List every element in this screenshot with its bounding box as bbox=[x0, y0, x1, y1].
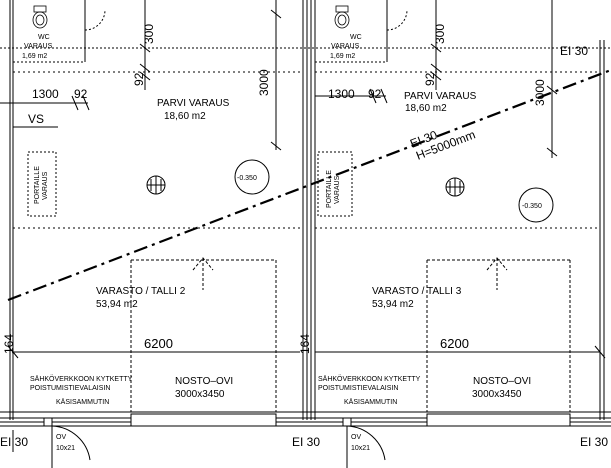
ov-label: OV bbox=[56, 434, 66, 441]
dim-6200: 6200 bbox=[440, 336, 469, 351]
varasto-name: VARASTO / TALLI 2 bbox=[96, 286, 186, 297]
floor-drain-icon bbox=[146, 175, 166, 195]
wc-varaus-label: VARAUS bbox=[24, 43, 53, 50]
dim-6200: 6200 bbox=[144, 336, 173, 351]
varasto-name: VARASTO / TALLI 3 bbox=[372, 286, 462, 297]
portaille-label: PORTAILLE bbox=[326, 170, 333, 208]
dim-92: 92 bbox=[74, 87, 88, 101]
garage-door-opening-right bbox=[426, 413, 571, 427]
floor-drain-icon bbox=[445, 177, 465, 197]
dim-164: 164 bbox=[298, 334, 312, 354]
wc-label: WC bbox=[350, 34, 362, 41]
party-wall-ei30-right: EI 30 bbox=[580, 435, 608, 449]
level-marker bbox=[518, 187, 554, 223]
level-value: -0.350 bbox=[522, 203, 542, 210]
dim-92-vertical: 92 bbox=[132, 72, 146, 86]
dim-3000: 3000 bbox=[257, 69, 271, 96]
dim-3000: 3000 bbox=[533, 79, 547, 106]
dim-92-vertical: 92 bbox=[423, 72, 437, 86]
dim-300: 300 bbox=[142, 24, 156, 44]
portaille-varaus-label: VARAUS bbox=[334, 175, 341, 204]
wc-label: WC bbox=[38, 34, 50, 41]
dim-1300: 1300 bbox=[32, 87, 59, 101]
entry-door-left bbox=[43, 417, 91, 468]
stair-reservation bbox=[317, 151, 353, 217]
nosto-name: NOSTO–OVI bbox=[175, 376, 233, 387]
nosto-size: 3000x3450 bbox=[472, 389, 522, 400]
kasi-text: KÄSISAMMUTIN bbox=[344, 398, 397, 406]
entry-door-right bbox=[342, 417, 386, 468]
garage-door-opening-left bbox=[130, 413, 277, 427]
unit-left: WC VARAUS 1,69 m2 300 92 3000 1300 92 VS bbox=[0, 0, 320, 468]
nosto-size: 3000x3450 bbox=[175, 389, 225, 400]
door-arrow-right bbox=[486, 257, 508, 290]
dimension-horizontal-left bbox=[0, 95, 90, 111]
varasto-area: 53,94 m2 bbox=[96, 299, 138, 310]
nosto-name: NOSTO–OVI bbox=[473, 376, 531, 387]
varasto-area: 53,94 m2 bbox=[372, 299, 414, 310]
fire-compartment-line bbox=[7, 68, 611, 302]
sahko-text: SÄHKÖVERKKOON KYTKETTY bbox=[30, 375, 133, 383]
parvi-area: 18,60 m2 bbox=[405, 103, 447, 114]
kasi-text: KÄSISAMMUTIN bbox=[56, 398, 109, 406]
ov-label: OV bbox=[351, 434, 361, 441]
ov-size: 10x21 bbox=[351, 445, 370, 452]
walls bbox=[0, 0, 611, 427]
portaille-varaus-label: VARAUS bbox=[42, 171, 49, 200]
dimension-6200-left bbox=[7, 345, 300, 359]
party-wall-ei30: EI 30 bbox=[292, 435, 320, 449]
parvi-name: PARVI VARAUS bbox=[157, 98, 230, 109]
stair-reservation bbox=[27, 151, 57, 217]
dimension-horizontal-right bbox=[315, 88, 388, 104]
right-top-ei30: EI 30 bbox=[560, 44, 588, 58]
poisto-text: POISTUMISTIEVALAISIN bbox=[30, 385, 110, 392]
dim-164: 164 bbox=[2, 334, 16, 354]
wc-room bbox=[13, 0, 106, 63]
dim-300: 300 bbox=[433, 24, 447, 44]
unit-right: WC VARAUS 1,69 m2 300 92 3000 1300 92 PO… bbox=[298, 0, 608, 468]
portaille-label: PORTAILLE bbox=[34, 166, 41, 204]
wc-area: 1,69 m2 bbox=[22, 53, 47, 60]
dimension-3000-right bbox=[546, 0, 558, 158]
parvi-name: PARVI VARAUS bbox=[404, 91, 477, 102]
dimension-vertical-left bbox=[139, 0, 151, 90]
dimension-6200-right bbox=[594, 345, 606, 359]
dim-92: 92 bbox=[368, 87, 382, 101]
level-marker bbox=[234, 159, 270, 195]
vs-label: VS bbox=[28, 112, 44, 126]
ov-size: 10x21 bbox=[56, 445, 75, 452]
dim-1300: 1300 bbox=[328, 87, 355, 101]
level-value: -0.350 bbox=[237, 175, 257, 182]
dimension-vertical-right bbox=[430, 0, 442, 90]
garage-door-outline-right bbox=[426, 259, 571, 412]
sahko-text: SÄHKÖVERKKOON KYTKETTY bbox=[318, 375, 421, 383]
door-arrow-left bbox=[192, 257, 214, 290]
dimension-3000-left bbox=[270, 0, 282, 151]
left-edge-ei30: EI 30 bbox=[0, 435, 28, 449]
toilet-icon bbox=[32, 5, 48, 29]
wc-area: 1,69 m2 bbox=[330, 53, 355, 60]
wc-varaus-label: VARAUS bbox=[331, 43, 360, 50]
toilet-icon bbox=[334, 5, 350, 29]
parvi-area: 18,60 m2 bbox=[164, 111, 206, 122]
poisto-text: POISTUMISTIEVALAISIN bbox=[318, 385, 398, 392]
garage-door-outline-left bbox=[130, 259, 277, 412]
wc-room bbox=[315, 0, 408, 63]
